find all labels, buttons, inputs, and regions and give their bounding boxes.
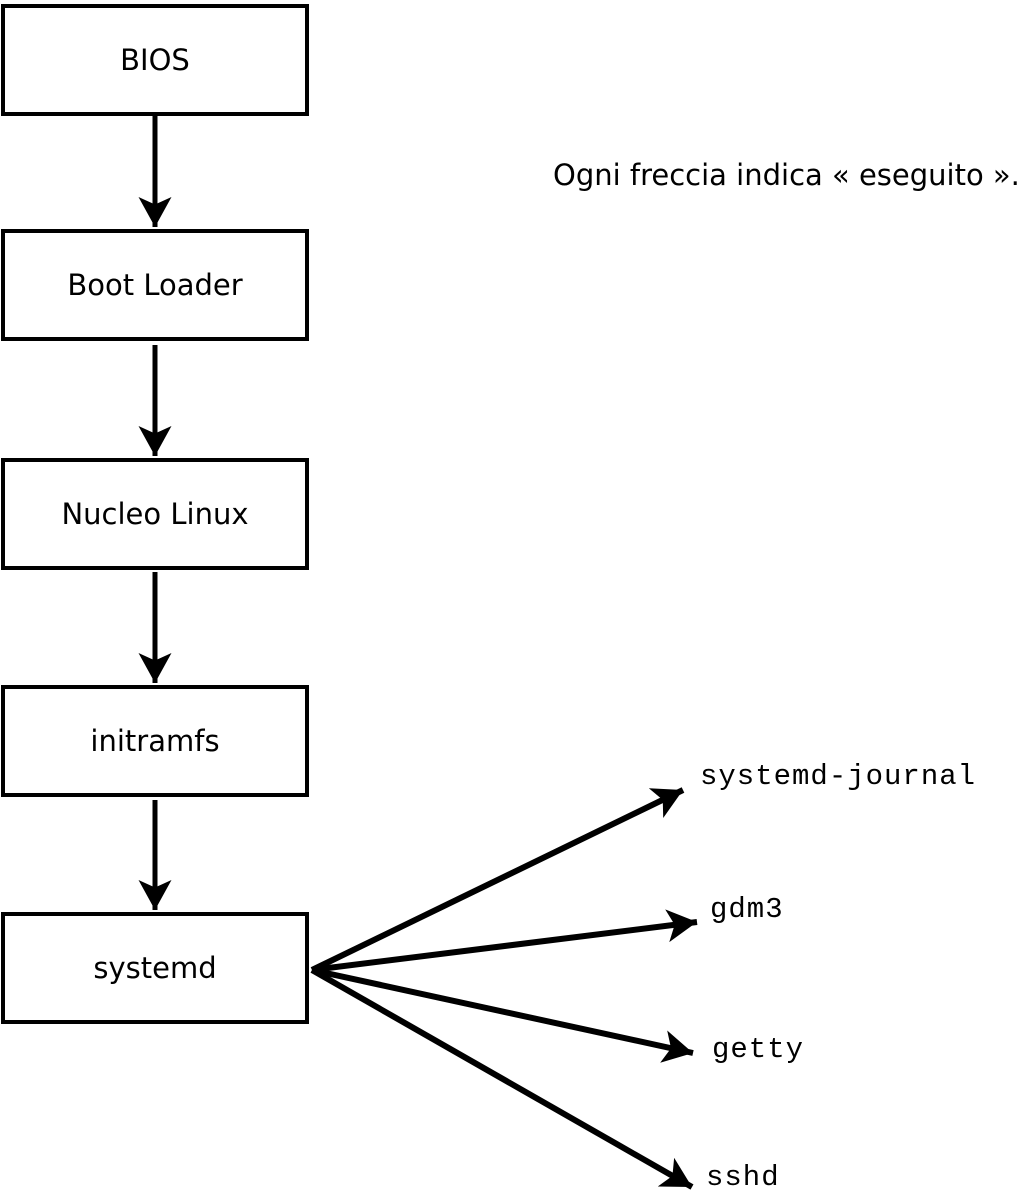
arrow-systemd-to-sshd xyxy=(310,967,694,1190)
node-systemd: systemd xyxy=(1,912,309,1024)
legend-annotation: Ogni freccia indica « eseguito ». xyxy=(553,158,1020,192)
node-bios-label: BIOS xyxy=(120,43,190,77)
node-systemd-label: systemd xyxy=(93,951,217,985)
service-label-getty: getty xyxy=(712,1033,805,1066)
node-initramfs: initramfs xyxy=(1,685,309,797)
arrow-systemd-to-getty xyxy=(311,967,694,1063)
service-label-gdm3: gdm3 xyxy=(710,893,784,926)
node-boot-loader-label: Boot Loader xyxy=(67,268,243,302)
arrow-systemd-to-journal xyxy=(310,787,685,973)
service-label-sshd: sshd xyxy=(706,1161,780,1193)
service-label-systemd-journal: systemd-journal xyxy=(700,760,977,793)
node-nucleo-linux: Nucleo Linux xyxy=(1,458,309,570)
arrow-systemd-to-gdm3 xyxy=(311,909,698,973)
node-nucleo-linux-label: Nucleo Linux xyxy=(61,497,249,531)
node-boot-loader: Boot Loader xyxy=(1,229,309,341)
node-initramfs-label: initramfs xyxy=(90,724,220,758)
node-bios: BIOS xyxy=(1,4,309,116)
